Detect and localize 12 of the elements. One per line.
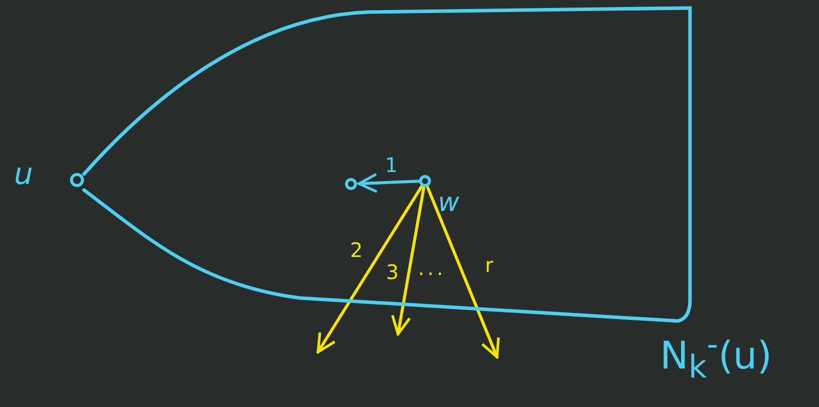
set-label: N$_{k}$$^{-}$(u) xyxy=(660,330,772,384)
vertex-label: u xyxy=(14,160,34,190)
arrow xyxy=(358,172,420,194)
arrow xyxy=(316,185,423,354)
ellipsis: ... xyxy=(418,258,446,278)
edge-label: 1 xyxy=(385,155,398,175)
vertex-label: w xyxy=(438,190,460,216)
arrow xyxy=(426,186,500,358)
edge-label: 3 xyxy=(386,262,399,282)
arrow xyxy=(391,186,426,336)
edge-label: r xyxy=(485,255,494,275)
edge-label: 2 xyxy=(350,240,363,260)
